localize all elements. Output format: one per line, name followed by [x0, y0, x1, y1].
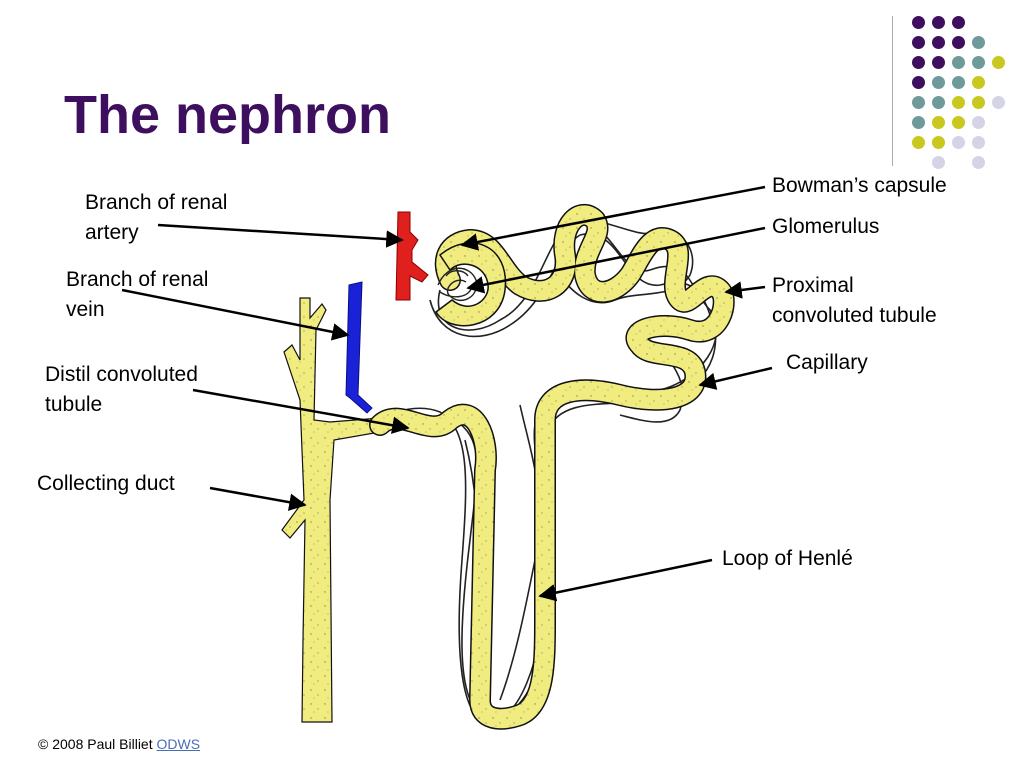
divider-line	[892, 16, 893, 166]
renal-artery-shape	[395, 211, 429, 301]
footer-copyright: © 2008 Paul Billiet	[38, 736, 153, 752]
label-renal-vein-line1: Branch of renal	[66, 268, 209, 291]
label-distal-tubule-line2: tubule	[45, 393, 103, 416]
arrow-loop-of-henle	[538, 558, 713, 602]
collecting-duct-shape	[281, 297, 381, 723]
footer-credit: © 2008 Paul Billiet ODWS	[38, 736, 200, 752]
arrow-renal-artery	[157, 223, 404, 248]
label-renal-artery-line2: artery	[85, 221, 139, 244]
pointer-arrows	[121, 185, 773, 602]
label-renal-artery: Branch of renal artery	[85, 188, 227, 248]
arrow-bowmans-capsule	[460, 185, 766, 251]
label-proximal-tubule-line2: convoluted tubule	[772, 304, 937, 327]
label-bowmans-capsule: Bowman’s capsule	[772, 174, 947, 197]
label-renal-vein: Branch of renal vein	[66, 265, 208, 325]
arrow-collecting-duct	[209, 486, 307, 511]
label-collecting-duct: Collecting duct	[37, 472, 175, 495]
arrow-glomerulus	[466, 226, 766, 294]
label-glomerulus: Glomerulus	[772, 215, 880, 238]
label-renal-vein-line2: vein	[66, 298, 105, 321]
arrow-renal-vein	[121, 288, 350, 341]
arrow-distal-tubule	[192, 388, 410, 434]
slide-title: The nephron	[64, 85, 391, 145]
bowmans-capsule-shape	[435, 242, 507, 327]
label-distal-tubule-line1: Distil convoluted	[45, 363, 198, 386]
label-distal-tubule: Distil convoluted tubule	[45, 360, 198, 420]
label-capillary: Capillary	[786, 351, 868, 374]
renal-vein-shape	[345, 281, 373, 414]
label-proximal-tubule-line1: Proximal	[772, 274, 854, 297]
label-proximal-tubule: Proximal convoluted tubule	[772, 271, 937, 331]
arrow-proximal-tubule	[724, 281, 766, 299]
footer-link-odws[interactable]: ODWS	[156, 736, 201, 752]
label-renal-artery-line1: Branch of renal	[85, 191, 228, 214]
label-loop-of-henle: Loop of Henlé	[722, 547, 853, 570]
arrow-capillary	[698, 366, 773, 390]
